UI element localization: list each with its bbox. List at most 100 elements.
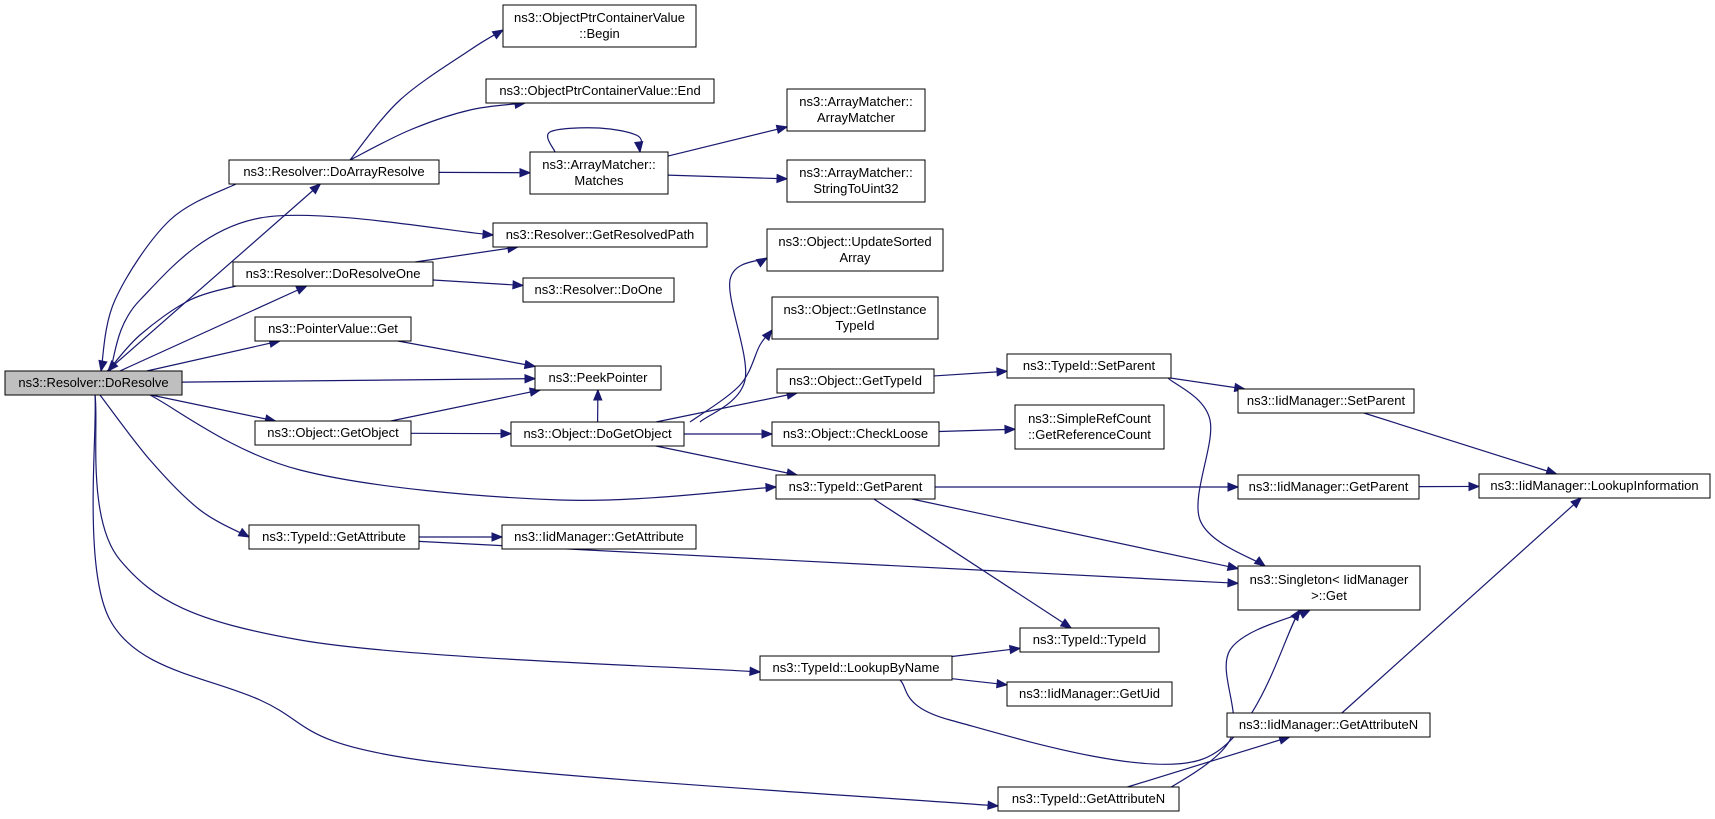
call-edge-dogetobject-to-checkloose	[684, 429, 774, 439]
arrowhead-icon	[1227, 482, 1240, 492]
node-iid-getparent[interactable]: ns3::IidManager::GetParent	[1237, 474, 1420, 500]
node-label: ns3::Object::GetInstance	[783, 302, 926, 317]
arrowhead-icon	[1227, 578, 1240, 588]
node-dogetobject[interactable]: ns3::Object::DoGetObject	[510, 421, 685, 447]
node-doone[interactable]: ns3::Resolver::DoOne	[522, 277, 675, 303]
arrowhead-icon	[107, 360, 119, 373]
node-tid-lookupbyname[interactable]: ns3::TypeId::LookupByName	[759, 655, 953, 681]
node-iid-lookupinfo[interactable]: ns3::IidManager::LookupInformation	[1478, 473, 1711, 499]
node-label: ns3::PointerValue::Get	[268, 321, 398, 336]
node-label: ns3::TypeId::GetAttribute	[262, 529, 406, 544]
node-doarrayresolve[interactable]: ns3::Resolver::DoArrayResolve	[228, 159, 440, 185]
node-iid-getattributen[interactable]: ns3::IidManager::GetAttributeN	[1226, 712, 1431, 738]
edge-line	[899, 609, 1301, 765]
node-box	[492, 222, 708, 248]
node-label: ns3::Singleton< IidManager	[1250, 572, 1409, 587]
node-label: ns3::TypeId::SetParent	[1023, 358, 1156, 373]
call-edge-doresolve-to-doresolveone	[119, 285, 308, 372]
node-singleton-get[interactable]: ns3::Singleton< IidManager>::Get	[1237, 565, 1421, 611]
node-am-ctor[interactable]: ns3::ArrayMatcher::ArrayMatcher	[786, 88, 926, 132]
node-box	[510, 421, 685, 447]
node-tid-setparent[interactable]: ns3::TypeId::SetParent	[1006, 353, 1172, 379]
node-ocv-begin[interactable]: ns3::ObjectPtrContainerValue::Begin	[502, 4, 697, 48]
node-am-stoi[interactable]: ns3::ArrayMatcher::StringToUint32	[786, 159, 926, 203]
node-box	[522, 277, 675, 303]
node-box	[766, 228, 944, 272]
node-am-matches[interactable]: ns3::ArrayMatcher::Matches	[529, 151, 669, 195]
edge-line	[951, 647, 1021, 658]
arrowhead-icon	[761, 328, 773, 342]
arrowhead-icon	[775, 124, 789, 135]
edge-line	[1170, 377, 1245, 390]
call-edge-dogetobject-to-tid_getparent	[655, 445, 799, 478]
node-label: ns3::ArrayMatcher::	[799, 165, 912, 180]
node-tid-getattribute[interactable]: ns3::TypeId::GetAttribute	[248, 524, 420, 550]
node-label: ns3::IidManager::GetAttributeN	[1239, 717, 1418, 732]
node-iid-setparent[interactable]: ns3::IidManager::SetParent	[1237, 388, 1415, 414]
node-box	[4, 370, 183, 396]
node-peekpointer[interactable]: ns3::PeekPointer	[534, 365, 662, 391]
edge-line	[655, 445, 798, 476]
node-iid-getattribute[interactable]: ns3::IidManager::GetAttribute	[501, 524, 697, 550]
edge-line	[349, 102, 526, 161]
node-doresolveone[interactable]: ns3::Resolver::DoResolveOne	[232, 261, 434, 287]
node-label: ns3::Object::GetObject	[267, 425, 399, 440]
node-tid-typeid[interactable]: ns3::TypeId::TypeId	[1019, 627, 1160, 653]
edge-line	[911, 498, 1239, 570]
node-iid-getuid[interactable]: ns3::IidManager::GetUid	[1006, 681, 1173, 707]
node-getresolvedpath[interactable]: ns3::Resolver::GetResolvedPath	[492, 222, 708, 248]
node-box	[771, 296, 939, 340]
node-box	[534, 365, 662, 391]
call-edge-am_matches-to-am_ctor	[667, 124, 789, 157]
call-edge-tid_setparent-to-singleton_get	[1167, 377, 1267, 567]
call-edge-doresolve-to-tid_getparent	[149, 394, 778, 501]
arrowhead-icon	[996, 367, 1009, 377]
edge-line	[1341, 497, 1582, 714]
node-box	[254, 420, 412, 446]
node-src-getrefcount[interactable]: ns3::SimpleRefCount::GetReferenceCount	[1014, 404, 1165, 450]
node-ocv-end[interactable]: ns3::ObjectPtrContainerValue::End	[485, 78, 715, 104]
call-edge-doresolve-to-tid_getattributen	[92, 394, 1000, 810]
node-box	[997, 786, 1180, 812]
call-edge-doresolve-to-pv_get	[146, 338, 282, 372]
call-edge-dogetobject-to-peekpointer	[593, 388, 603, 423]
edge-line	[1167, 377, 1266, 567]
call-edge-obj_getobject-to-peekpointer	[390, 387, 542, 422]
node-obj-getobject[interactable]: ns3::Object::GetObject	[254, 420, 412, 446]
node-label: ns3::Object::CheckLoose	[783, 426, 928, 441]
node-label: ns3::Object::GetTypeId	[789, 373, 922, 388]
node-checkloose[interactable]: ns3::Object::CheckLoose	[771, 421, 940, 447]
node-tid-getparent[interactable]: ns3::TypeId::GetParent	[775, 474, 936, 500]
edge-line	[94, 394, 761, 673]
arrowhead-icon	[309, 183, 322, 195]
node-doresolve[interactable]: ns3::Resolver::DoResolve	[4, 370, 183, 396]
node-box	[529, 151, 669, 195]
node-box	[502, 4, 697, 48]
node-label: ns3::ObjectPtrContainerValue::End	[499, 83, 700, 98]
node-box	[1019, 627, 1160, 653]
function-nodes: ns3::Resolver::DoResolve ns3::ObjectPtrCo…	[4, 4, 1711, 812]
edge-line	[546, 127, 643, 153]
call-edge-doresolve-to-obj_getobject	[150, 394, 277, 424]
call-edge-doresolveone-to-doone	[432, 279, 525, 290]
call-edge-doresolveone-to-doresolve	[107, 284, 241, 373]
arrowhead-icon	[776, 173, 789, 184]
arrowhead-icon	[755, 257, 769, 268]
call-edge-doresolve-to-tid_lookupbyname	[94, 394, 762, 676]
edge-line	[873, 498, 1072, 629]
node-label: ::GetReferenceCount	[1028, 427, 1151, 442]
call-edge-doarrayresolve-to-ocv_begin	[349, 29, 505, 161]
node-box	[775, 474, 936, 500]
edge-line	[349, 29, 504, 161]
node-tid-getattributen[interactable]: ns3::TypeId::GetAttributeN	[997, 786, 1180, 812]
node-box	[1006, 353, 1172, 379]
node-label: ns3::TypeId::TypeId	[1033, 632, 1146, 647]
arrowhead-icon	[512, 280, 525, 290]
call-edge-iid_getparent-to-iid_lookupinfo	[1418, 481, 1481, 492]
node-pv-get[interactable]: ns3::PointerValue::Get	[254, 316, 412, 342]
edge-line	[432, 279, 524, 287]
node-obj-gettypeid[interactable]: ns3::Object::GetTypeId	[776, 368, 935, 394]
